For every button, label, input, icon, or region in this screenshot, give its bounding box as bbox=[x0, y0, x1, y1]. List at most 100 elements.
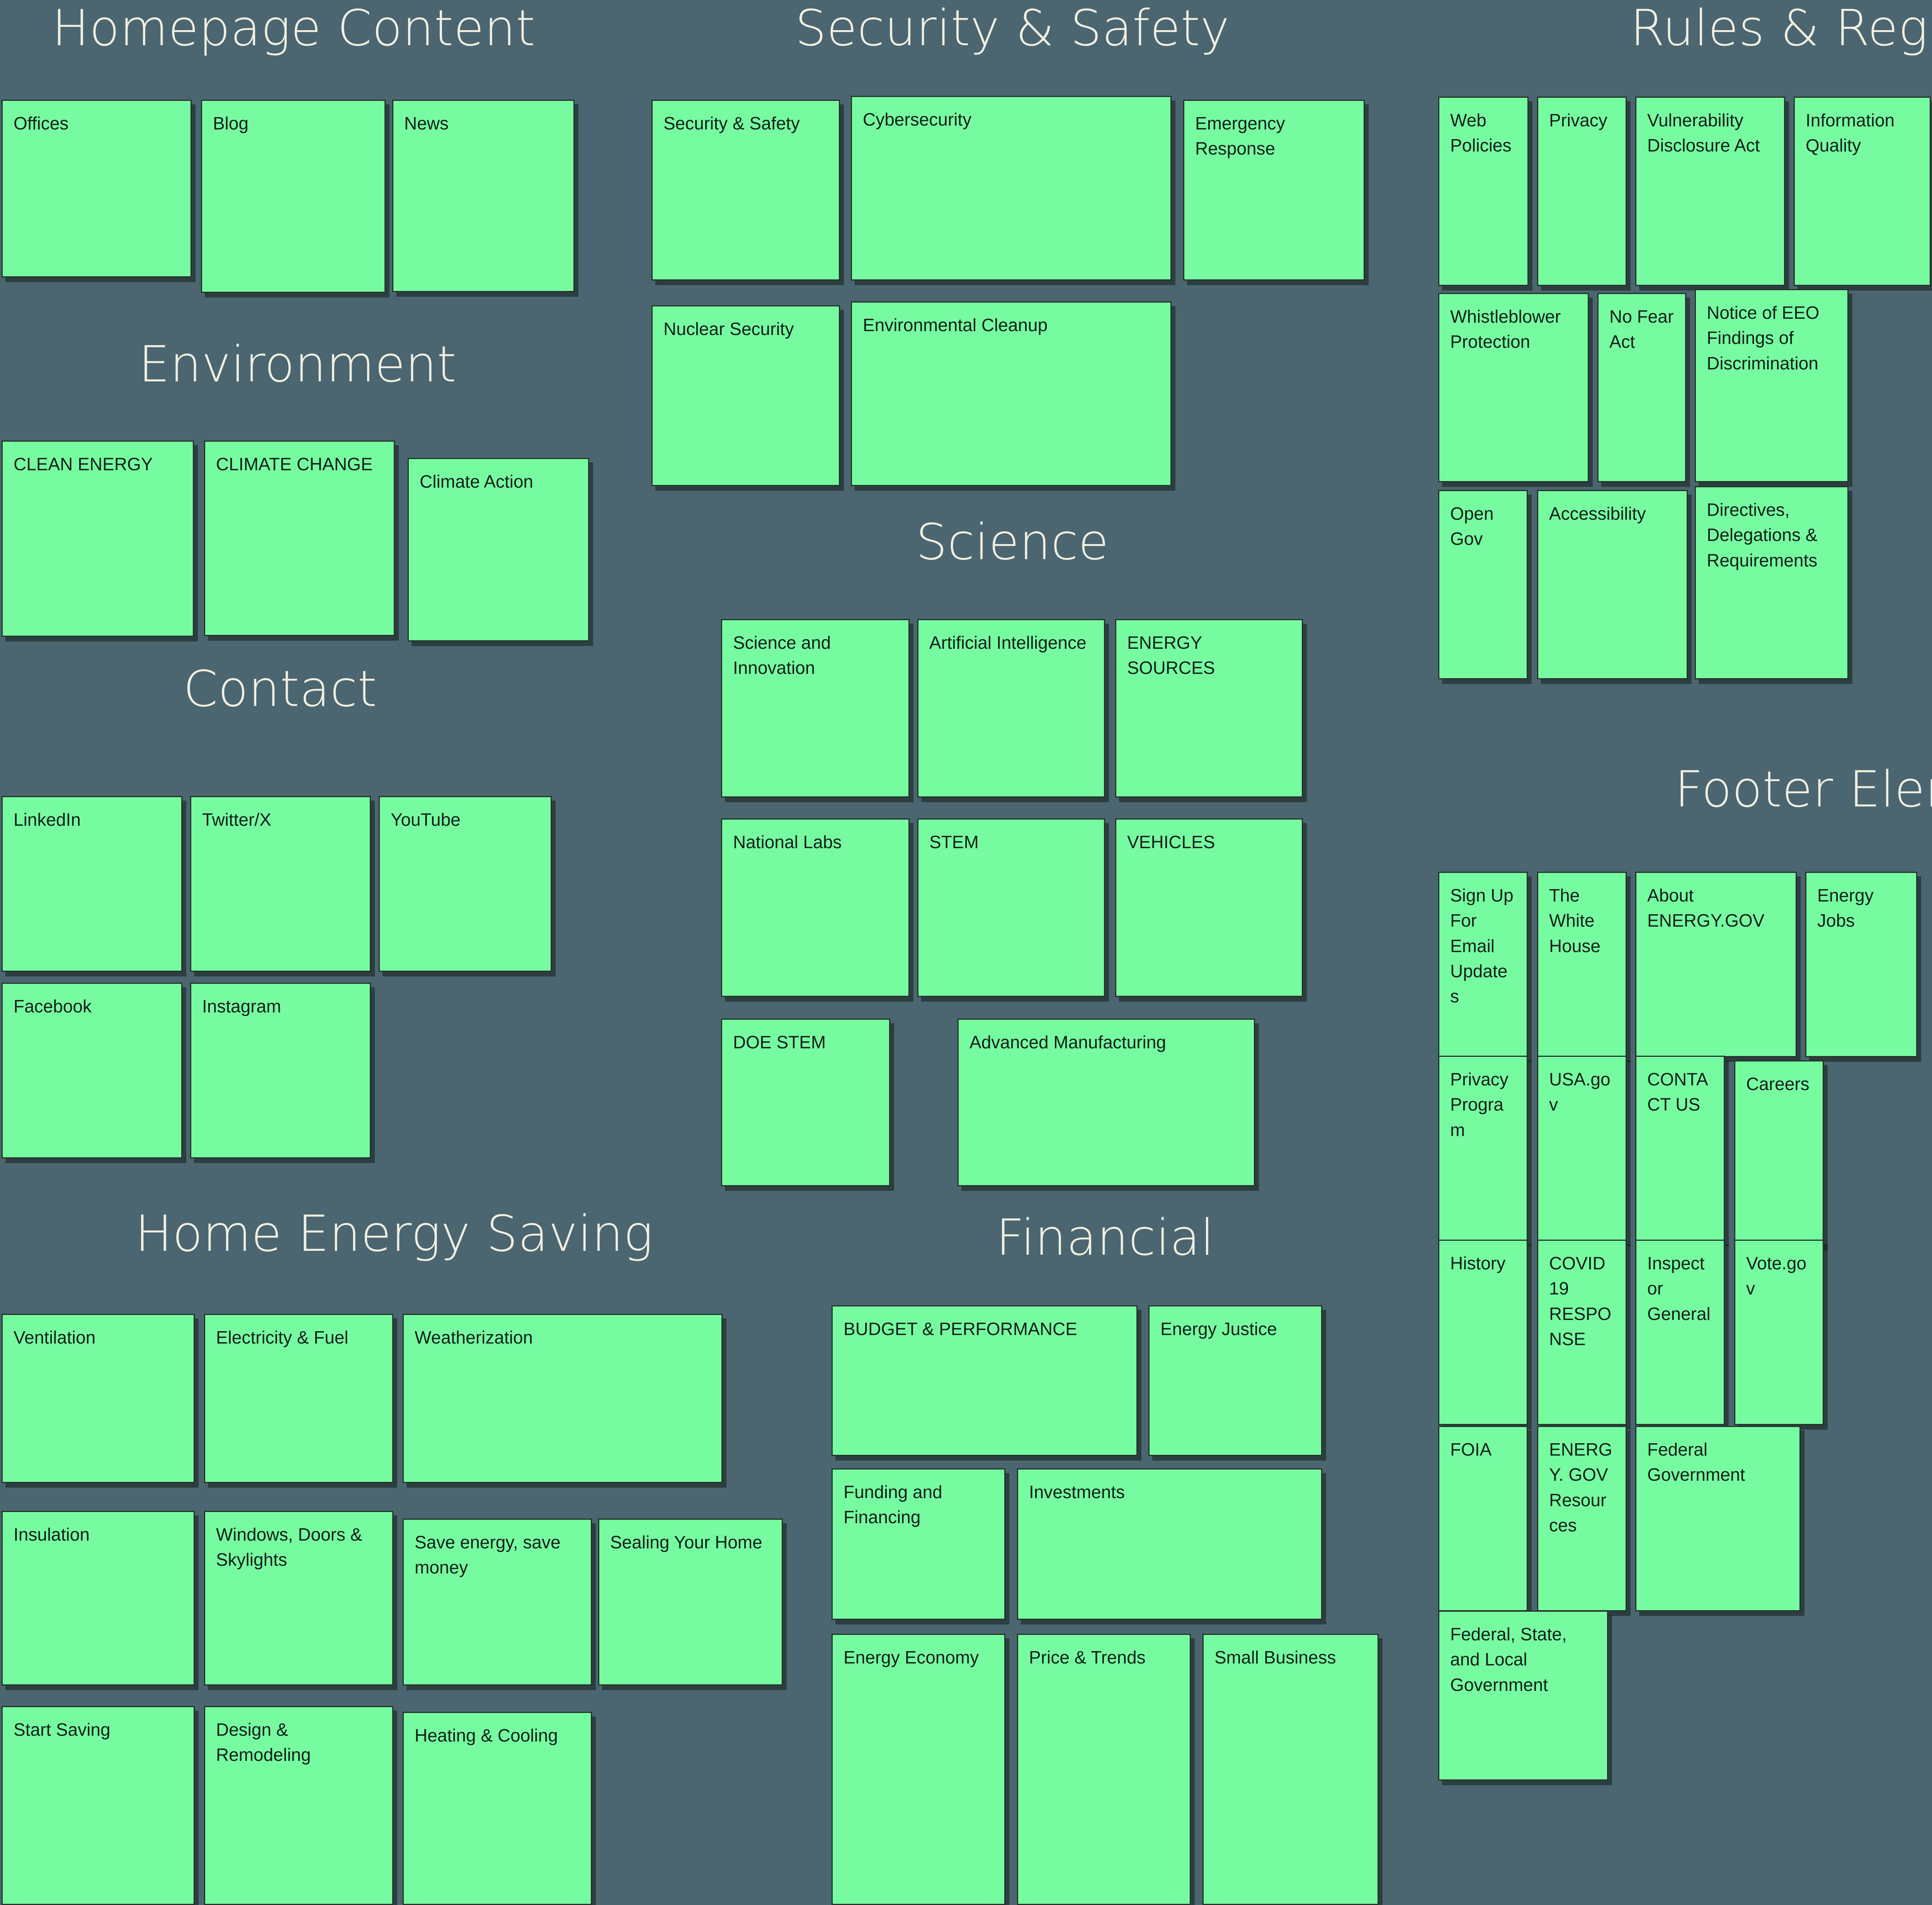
card-label: Energy Economy bbox=[844, 1647, 979, 1667]
card-information-quality[interactable]: Information Quality bbox=[1794, 97, 1931, 286]
card-climate-action[interactable]: Climate Action bbox=[408, 458, 589, 641]
card-label: Privacy Program bbox=[1450, 1069, 1509, 1140]
card-label: Offices bbox=[14, 113, 69, 133]
card-vulnerability-disclosure-act[interactable]: Vulnerability Disclosure Act bbox=[1635, 97, 1785, 286]
card-foia[interactable]: FOIA bbox=[1438, 1426, 1528, 1611]
card-vote-gov[interactable]: Vote.gov bbox=[1734, 1240, 1824, 1425]
card-label: COVID19 RESPONSE bbox=[1549, 1253, 1612, 1349]
card-label: Electricity & Fuel bbox=[216, 1327, 349, 1347]
card-environmental-cleanup[interactable]: Environmental Cleanup bbox=[851, 301, 1172, 486]
card-label: Investments bbox=[1029, 1482, 1125, 1502]
card-doe-stem[interactable]: DOE STEM bbox=[721, 1019, 890, 1186]
card-sign-up-for-email-updates[interactable]: Sign Up For Email Updates bbox=[1438, 872, 1528, 1057]
card-clean-energy[interactable]: CLEAN ENERGY bbox=[2, 441, 194, 637]
card-climate-change[interactable]: CLIMATE CHANGE bbox=[204, 441, 395, 636]
card-no-fear-act[interactable]: No Fear Act bbox=[1597, 293, 1686, 482]
card-label: Windows, Doors & Skylights bbox=[216, 1524, 362, 1570]
card-label: FOIA bbox=[1450, 1439, 1492, 1459]
group-title-homepage-content: Homepage Content bbox=[52, 0, 536, 57]
card-label: Climate Action bbox=[420, 471, 534, 492]
card-federal-government[interactable]: Federal Government bbox=[1635, 1426, 1801, 1611]
card-label: Insulation bbox=[14, 1524, 90, 1544]
card-label: Web Policies bbox=[1450, 110, 1512, 156]
group-title-financial: Financial bbox=[996, 1209, 1214, 1267]
card-ventilation[interactable]: Ventilation bbox=[2, 1314, 195, 1483]
card-national-labs[interactable]: National Labs bbox=[721, 818, 910, 997]
card-sealing-your-home[interactable]: Sealing Your Home bbox=[598, 1519, 783, 1686]
card-nuclear-security[interactable]: Nuclear Security bbox=[651, 305, 840, 486]
card-science-and-innovation[interactable]: Science and Innovation bbox=[721, 619, 910, 798]
card-privacy-program[interactable]: Privacy Program bbox=[1438, 1056, 1528, 1241]
card-label: Instagram bbox=[202, 996, 281, 1016]
card-notice-of-eeo-findings-of-discrimination[interactable]: Notice of EEO Findings of Discrimination bbox=[1695, 289, 1849, 482]
card-inspector-general[interactable]: Inspector General bbox=[1635, 1240, 1725, 1425]
card-energy-sources[interactable]: ENERGY SOURCES bbox=[1115, 619, 1303, 798]
card-artificial-intelligence[interactable]: Artificial Intelligence bbox=[917, 619, 1105, 798]
card-label: Ventilation bbox=[14, 1327, 96, 1347]
card-label: Notice of EEO Findings of Discrimination bbox=[1707, 303, 1820, 373]
card-investments[interactable]: Investments bbox=[1017, 1468, 1322, 1620]
card-budget-performance[interactable]: BUDGET & PERFORMANCE bbox=[832, 1305, 1138, 1456]
card-label: Twitter/X bbox=[202, 810, 271, 830]
card-label: Sealing Your Home bbox=[610, 1532, 762, 1552]
card-price-trends[interactable]: Price & Trends bbox=[1017, 1634, 1191, 1905]
card-label: Open Gov bbox=[1450, 503, 1494, 549]
card-cybersecurity[interactable]: Cybersecurity bbox=[851, 96, 1172, 281]
card-energy-economy[interactable]: Energy Economy bbox=[832, 1634, 1005, 1905]
card-label: Emergency Response bbox=[1195, 113, 1285, 159]
card-funding-and-financing[interactable]: Funding and Financing bbox=[832, 1468, 1005, 1620]
card-open-gov[interactable]: Open Gov bbox=[1438, 490, 1528, 679]
card-covid19-response[interactable]: COVID19 RESPONSE bbox=[1537, 1240, 1627, 1425]
card-energy-jobs[interactable]: Energy Jobs bbox=[1805, 872, 1917, 1057]
card-facebook[interactable]: Facebook bbox=[2, 983, 182, 1158]
card-label: Vulnerability Disclosure Act bbox=[1647, 110, 1760, 156]
card-news[interactable]: News bbox=[392, 100, 575, 292]
card-windows-doors-skylights[interactable]: Windows, Doors & Skylights bbox=[204, 1511, 393, 1686]
card-whistleblower-protection[interactable]: Whistleblower Protection bbox=[1438, 293, 1589, 482]
card-security-safety[interactable]: Security & Safety bbox=[651, 100, 840, 281]
card-web-policies[interactable]: Web Policies bbox=[1438, 97, 1529, 286]
card-directives-delegations-requirements[interactable]: Directives, Delegations & Requirements bbox=[1695, 486, 1849, 679]
card-label: Energy Jobs bbox=[1817, 885, 1874, 931]
card-label: Careers bbox=[1746, 1074, 1810, 1094]
card-youtube[interactable]: YouTube bbox=[379, 796, 552, 972]
group-title-environment: Environment bbox=[138, 336, 457, 393]
card-twitter-x[interactable]: Twitter/X bbox=[190, 796, 371, 972]
card-emergency-response[interactable]: Emergency Response bbox=[1183, 100, 1365, 281]
card-instagram[interactable]: Instagram bbox=[190, 983, 371, 1158]
card-label: Information Quality bbox=[1806, 110, 1895, 156]
card-advanced-manufacturing[interactable]: Advanced Manufacturing bbox=[957, 1019, 1255, 1186]
card-label: No Fear Act bbox=[1609, 306, 1674, 352]
card-usa-gov[interactable]: USA.gov bbox=[1537, 1056, 1627, 1241]
card-save-energy-save-money[interactable]: Save energy, save money bbox=[403, 1519, 592, 1686]
card-offices[interactable]: Offices bbox=[2, 100, 192, 277]
card-the-white-house[interactable]: The White House bbox=[1537, 872, 1627, 1057]
card-privacy[interactable]: Privacy bbox=[1537, 97, 1627, 286]
card-contact-us[interactable]: CONTACT US bbox=[1635, 1056, 1725, 1241]
group-title-contact: Contact bbox=[183, 660, 377, 718]
card-accessibility[interactable]: Accessibility bbox=[1537, 490, 1688, 679]
card-stem[interactable]: STEM bbox=[917, 818, 1105, 997]
card-federal-state-and-local-government[interactable]: Federal, State, and Local Government bbox=[1438, 1611, 1608, 1781]
card-label: Design & Remodeling bbox=[216, 1720, 311, 1765]
card-insulation[interactable]: Insulation bbox=[2, 1511, 195, 1686]
card-label: Small Business bbox=[1214, 1647, 1336, 1667]
card-heating-cooling[interactable]: Heating & Cooling bbox=[403, 1712, 592, 1905]
card-label: VEHICLES bbox=[1127, 832, 1215, 852]
card-design-remodeling[interactable]: Design & Remodeling bbox=[204, 1706, 393, 1905]
card-electricity-fuel[interactable]: Electricity & Fuel bbox=[204, 1314, 393, 1483]
card-energy-gov-resources[interactable]: ENERGY. GOV Resources bbox=[1537, 1426, 1627, 1611]
card-label: Directives, Delegations & Requirements bbox=[1707, 500, 1818, 570]
card-label: The White House bbox=[1549, 885, 1600, 956]
card-vehicles[interactable]: VEHICLES bbox=[1115, 818, 1303, 997]
card-small-business[interactable]: Small Business bbox=[1202, 1634, 1379, 1905]
card-blog[interactable]: Blog bbox=[201, 100, 386, 293]
card-energy-justice[interactable]: Energy Justice bbox=[1148, 1305, 1322, 1456]
card-linkedin[interactable]: LinkedIn bbox=[2, 796, 182, 972]
card-careers[interactable]: Careers bbox=[1734, 1060, 1824, 1246]
card-weatherization[interactable]: Weatherization bbox=[403, 1314, 723, 1483]
card-history[interactable]: History bbox=[1438, 1240, 1528, 1425]
card-about-energy-gov[interactable]: About ENERGY.GOV bbox=[1635, 872, 1797, 1057]
card-start-saving[interactable]: Start Saving bbox=[2, 1706, 195, 1905]
